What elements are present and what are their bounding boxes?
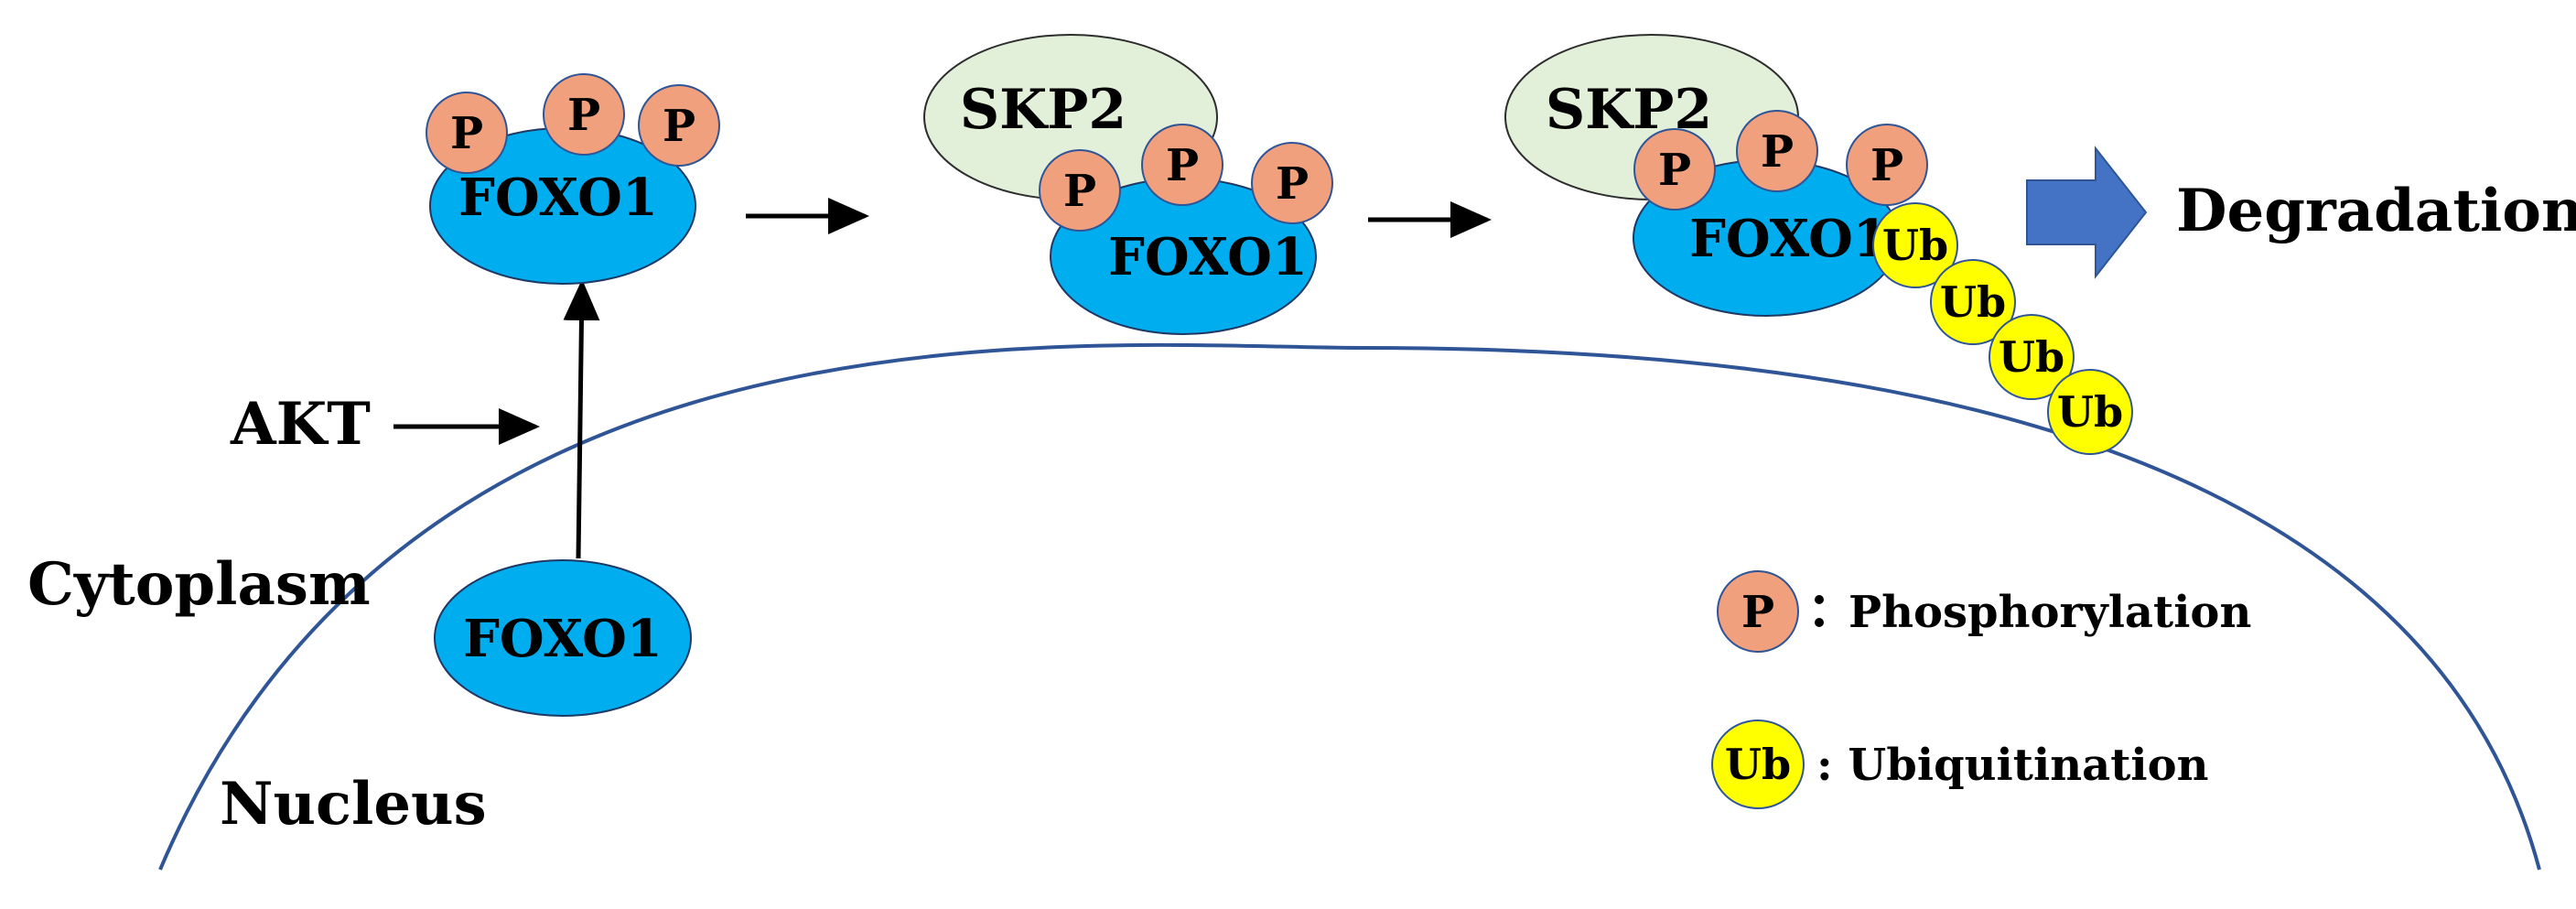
phospho-2c [1251,142,1333,224]
foxo1-nuclear: FOXO1 [434,559,692,717]
foxo1-nuclear-label: FOXO1 [463,609,663,669]
translocation-arrow [563,279,600,559]
akt-label: AKT [230,390,371,459]
legend-ub-symbol-label: Ub [1725,740,1791,789]
phospho-2a-label: P [1063,166,1096,217]
ubiquitin-3 [1989,314,2075,400]
legend-ub-symbol [1711,720,1805,809]
phospho-3a [1633,128,1716,211]
phospho-2b [1141,124,1223,206]
degradation-label: Degradation [2176,177,2576,245]
foxo1-stage1-label: FOXO1 [458,168,658,228]
phospho-3b-label: P [1761,126,1794,178]
nucleus-label: Nucleus [220,770,487,839]
skp2-stage2-label: SKP2 [960,78,1126,142]
legend-ub-text: : Ubiquitination [1816,740,2209,791]
phospho-3a-label: P [1658,145,1691,196]
phospho-1b [543,73,625,156]
cytoplasm-label: Cytoplasm [27,550,371,619]
phospho-2b-label: P [1166,140,1199,191]
ubiquitin-4 [2047,369,2133,455]
ubiquitin-2 [1930,259,2016,345]
phospho-1a-label: P [450,108,483,159]
legend: P Phosphorylation Ub : Ubiquitination [1711,570,2251,809]
foxo1-stage3-label: FOXO1 [1689,209,1889,269]
phospho-1c-label: P [663,101,695,152]
phospho-2c-label: P [1276,158,1309,210]
degradation-block-arrow [2026,146,2148,279]
ubiquitin-1 [1872,202,1958,288]
legend-phospho-symbol-label: P [1741,587,1774,638]
stage-3-ubiquitination: SKP2 FOXO1 P P P Ub Ub Ub Ub [1504,34,2133,455]
legend-phospho-text: Phosphorylation [1848,587,2251,638]
phospho-1b-label: P [567,90,600,141]
nucleus-membrane [158,342,2541,871]
ubiquitin-3-label: Ub [1999,332,2064,382]
ubiquitin-1-label: Ub [1882,221,1948,270]
legend-phospho-symbol [1717,570,1799,653]
foxo1-nuclear-shape [434,559,692,717]
ubiquitin-4-label: Ub [2057,387,2123,437]
phospho-1a [426,92,508,174]
phospho-2a [1039,149,1121,232]
phospho-3b [1736,110,1818,192]
stage-2-skp2-binding: SKP2 FOXO1 P P P [923,34,1333,335]
legend-colon-dot-bottom [1815,618,1824,627]
phospho-3c-label: P [1870,140,1903,191]
ubiquitin-2-label: Ub [1940,277,2006,327]
legend-colon-dot-top [1815,595,1824,604]
stage-1-phospho-foxo1: FOXO1 P P P [426,73,720,285]
foxo1-stage2-label: FOXO1 [1108,227,1308,287]
phospho-3c [1846,124,1928,206]
phospho-1c [638,84,720,167]
